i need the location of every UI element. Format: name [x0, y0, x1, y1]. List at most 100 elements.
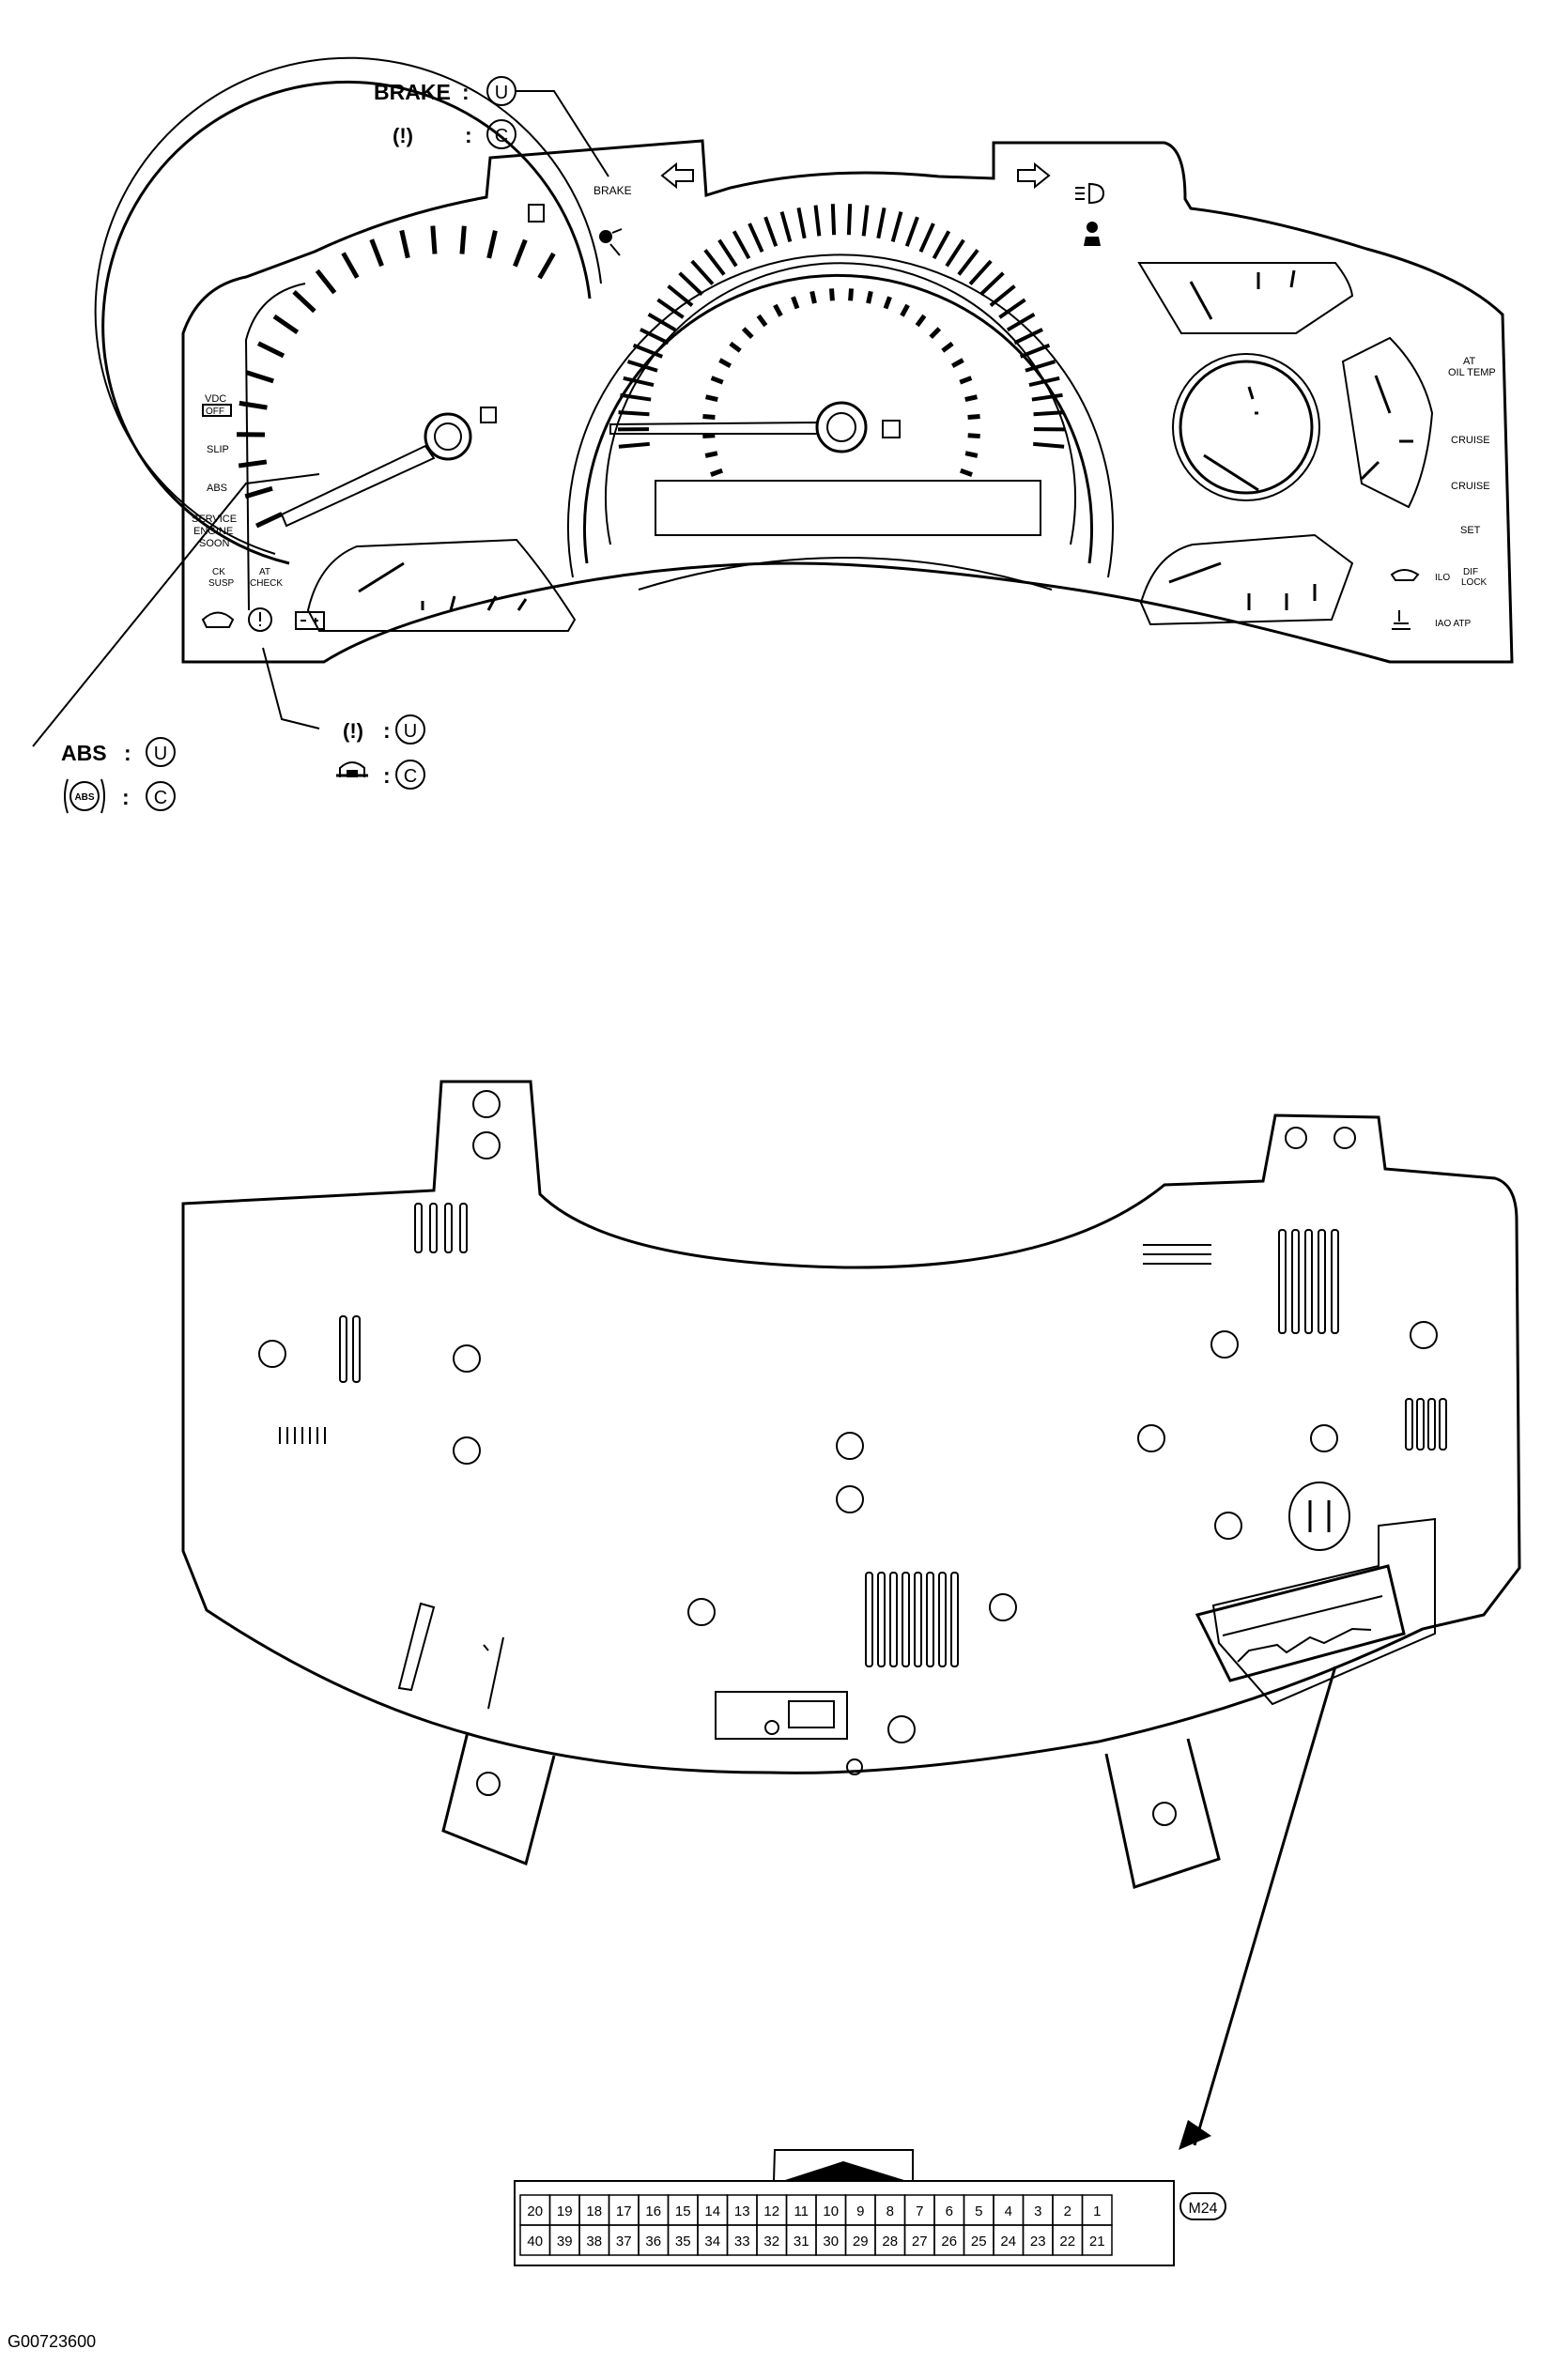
gauge-tick: [989, 284, 1016, 308]
pin-number: 28: [882, 2234, 898, 2249]
gauge-tick: [900, 303, 910, 317]
gauge-tick: [763, 216, 778, 247]
vent-slot: [1304, 1229, 1313, 1334]
brake-code-u: U: [495, 83, 508, 103]
tire-pressure-icon: [248, 607, 272, 632]
gauge-tick: [791, 296, 800, 310]
pin-number: 22: [1059, 2234, 1075, 2249]
gauge-tick: [959, 376, 973, 385]
gauge-tick: [967, 433, 980, 439]
slip-label: SLIP: [207, 444, 229, 455]
gauge-tick: [883, 296, 892, 310]
gauge-tick: [704, 451, 718, 458]
gauge-tick: [647, 313, 677, 332]
pin-number: 36: [645, 2234, 661, 2249]
check-label: CHECK: [250, 578, 283, 589]
vent-slot: [938, 1572, 947, 1667]
svg-text::: :: [124, 741, 131, 765]
pin-number: 32: [763, 2234, 779, 2249]
connector-pointer-arrow: [1193, 1666, 1337, 2146]
gauge-tick: [537, 252, 556, 280]
pin-number: 24: [1000, 2234, 1016, 2249]
tpms-code-u: U: [404, 721, 417, 742]
vent-slot: [865, 1572, 873, 1667]
gauge-tick: [964, 451, 979, 458]
gauge-tick: [255, 512, 284, 529]
pin-number: 27: [912, 2234, 928, 2249]
gauge-tick: [1028, 376, 1060, 387]
pin-number: 2: [1064, 2203, 1071, 2219]
gauge-tick: [1031, 392, 1063, 402]
gauge-tick: [341, 252, 360, 279]
odometer-display: [655, 480, 1041, 536]
connector-id: M24: [1188, 2201, 1217, 2217]
tow-code-c: C: [404, 766, 417, 787]
svg-text::: :: [122, 785, 130, 809]
gauge-tick: [690, 259, 715, 285]
abs-leader-line: [32, 473, 320, 747]
gauge-tick: [968, 259, 993, 285]
at-label: AT: [259, 567, 270, 577]
pin-number: 1: [1093, 2203, 1101, 2219]
vent-slot: [950, 1572, 959, 1667]
cluster-rear-view: [181, 1080, 1521, 1889]
gauge-tick: [813, 205, 822, 237]
pin-number: 35: [675, 2234, 691, 2249]
ilo-label: ILO: [1435, 573, 1450, 583]
cruise-label-2: CRUISE: [1451, 481, 1490, 492]
pin-number: 20: [527, 2203, 543, 2219]
abs-indicator-label: ABS: [207, 483, 227, 494]
abs-code-u: U: [154, 744, 167, 764]
gauge-tick: [369, 238, 384, 268]
gauge-tick: [967, 414, 980, 421]
gauge-tick: [292, 290, 316, 314]
svg-text::: :: [383, 718, 391, 743]
pin-number: 21: [1089, 2234, 1105, 2249]
gauge-tick: [729, 341, 742, 353]
gauge-tick: [796, 207, 807, 239]
fuel-gauge: [306, 538, 577, 632]
oil-pressure-icon: [1390, 569, 1420, 581]
gauge-tick: [618, 410, 650, 417]
pin-number: 19: [557, 2203, 573, 2219]
gauge-tick: [703, 249, 726, 276]
gauge-tick: [941, 341, 954, 353]
gauge-tick: [667, 284, 694, 308]
gauge-tick: [710, 468, 723, 477]
cruise-label-1: CRUISE: [1451, 435, 1490, 446]
service-label: SERVICE: [192, 514, 237, 525]
vent-slot: [1331, 1229, 1339, 1334]
pin-number: 31: [794, 2234, 809, 2249]
gauge-tick: [779, 211, 793, 242]
pin-number: 23: [1030, 2234, 1046, 2249]
gauge-tick: [486, 230, 498, 259]
gauge-tick: [640, 328, 670, 345]
iao-atp-label: IAO ATP: [1435, 619, 1471, 629]
gauge-tick: [741, 327, 754, 339]
gauge-tick: [702, 433, 716, 439]
at-oil-label: AT: [1463, 356, 1476, 367]
gauge-tick: [513, 238, 528, 268]
figure-id: G00723600: [8, 2332, 96, 2351]
gauge-tick: [866, 290, 873, 304]
vent-slot: [902, 1572, 910, 1667]
gauge-tick: [656, 298, 685, 319]
seatbelt-icon: [1087, 222, 1098, 233]
gauge-tick: [315, 269, 337, 295]
gauge-tick: [620, 392, 652, 402]
gauge-tick: [1013, 328, 1043, 345]
gauge-tick: [861, 205, 870, 237]
turn-right-arrow-icon: [1017, 161, 1051, 190]
battery-icon: [295, 611, 325, 630]
vent-slot: [889, 1572, 898, 1667]
gauge-tick: [244, 485, 273, 499]
set-label: SET: [1460, 525, 1481, 536]
gauge-tick: [960, 468, 973, 477]
abs-callout-label: ABS: [61, 741, 107, 765]
gauge-tick: [705, 394, 718, 403]
pin-number: 14: [704, 2203, 720, 2219]
brake-callout: BRAKE : U (!) : C: [374, 76, 609, 177]
svg-text::: :: [462, 80, 470, 104]
pin-number: 38: [586, 2234, 602, 2249]
